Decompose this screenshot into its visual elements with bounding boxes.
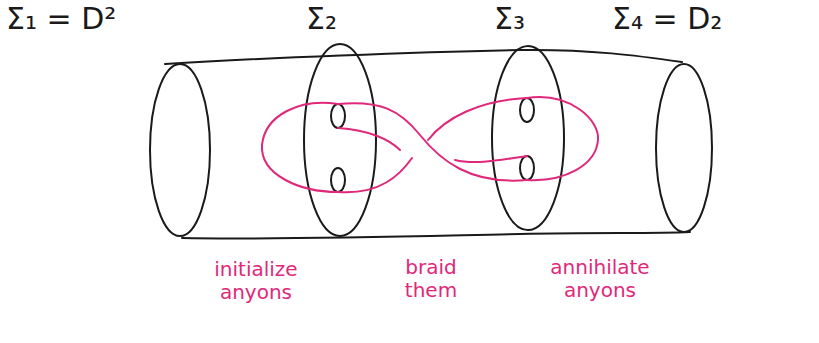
step-note: initialize anyons [196, 258, 316, 304]
braid-strand [338, 128, 527, 162]
puncture [331, 104, 345, 128]
surface-label: Σ₃ [494, 2, 525, 37]
creation-arc [262, 103, 338, 192]
cylinder-bottom [182, 232, 690, 239]
annihilation-arc [527, 97, 598, 180]
step-note: annihilate anyons [540, 256, 660, 302]
puncture [520, 156, 534, 180]
surface-label: Σ₁ = D² [6, 2, 116, 37]
boundary-disk [656, 64, 712, 232]
slice-surface [492, 46, 564, 230]
braid-strand [338, 103, 527, 180]
puncture [520, 98, 534, 122]
cylinder-top [165, 50, 682, 64]
slice-surface [304, 44, 376, 236]
boundary-disk [150, 64, 210, 236]
surface-label: Σ₄ = D₂ [612, 2, 722, 37]
braid-strand [338, 98, 527, 192]
surface-label: Σ₂ [306, 2, 337, 37]
puncture [331, 168, 345, 192]
step-note: braid them [392, 256, 470, 302]
